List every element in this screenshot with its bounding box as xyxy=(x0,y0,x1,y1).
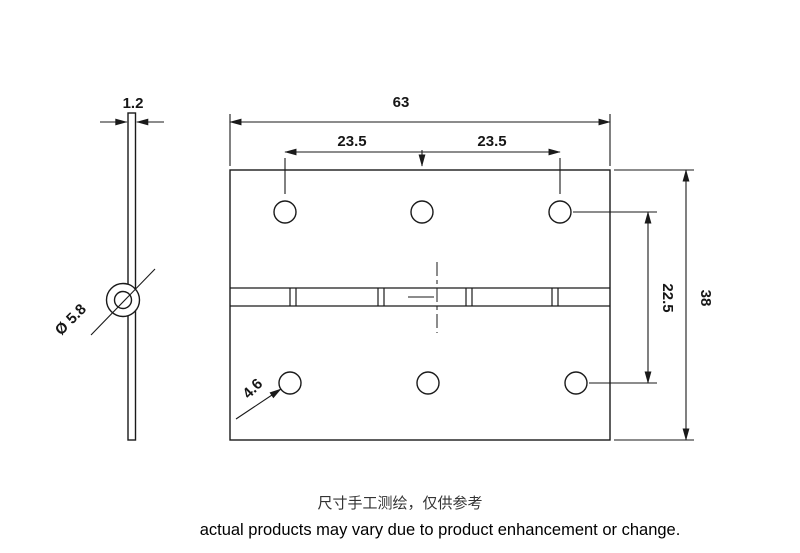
dim-hole-row-spacing-label: 22.5 xyxy=(659,283,676,312)
disclaimer-chinese: 尺寸手工测绘，仅供参考 xyxy=(317,495,483,513)
dim-hole-spacing-right-label: 23.5 xyxy=(477,133,506,150)
dim-thickness: 1.2 xyxy=(100,95,164,126)
side-view: Ø 5.8 xyxy=(52,112,156,441)
screw-hole xyxy=(273,200,297,224)
dim-hole-row-spacing: 22.5 xyxy=(573,211,676,384)
screw-hole xyxy=(278,371,302,395)
screw-hole xyxy=(548,200,572,224)
dim-knuckle-diameter-label: Ø 5.8 xyxy=(52,301,90,339)
dim-thickness-label: 1.2 xyxy=(123,95,144,112)
disclaimer-english: actual products may vary due to product … xyxy=(199,520,681,539)
screw-hole xyxy=(416,371,440,395)
knuckle-inner-circle xyxy=(113,290,133,310)
leader-line xyxy=(235,388,282,420)
dim-overall-width: 63 xyxy=(229,94,611,166)
knuckle-outer-circle xyxy=(105,282,141,318)
dim-hole-spacing-left-label: 23.5 xyxy=(337,133,366,150)
dim-overall-height-label: 38 xyxy=(697,290,714,307)
side-plate-outline xyxy=(127,112,137,441)
screw-hole xyxy=(564,371,588,395)
front-view xyxy=(229,169,611,441)
knuckle-leader-line xyxy=(90,268,156,336)
dim-overall-width-label: 63 xyxy=(393,94,410,111)
dim-overall-height: 38 xyxy=(614,169,714,441)
dim-hole-spacing: 23.5 23.5 xyxy=(284,133,561,194)
screw-hole xyxy=(410,200,434,224)
disclaimer: 尺寸手工测绘，仅供参考 actual products may vary due… xyxy=(0,494,800,541)
